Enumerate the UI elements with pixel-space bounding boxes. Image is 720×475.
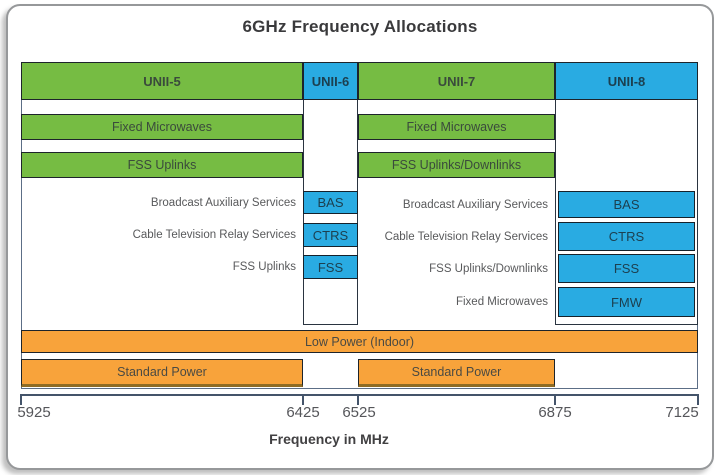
unii5-header: UNII-5: [21, 62, 303, 100]
bas-label-unii7: Broadcast Auxiliary Services: [402, 198, 548, 211]
standard-power-bar-unii7: Standard Power: [358, 359, 555, 387]
tick-label-6875: 6875: [538, 404, 572, 421]
tick-6525: [357, 394, 359, 405]
fss-box-unii8: FSS: [558, 254, 695, 283]
bas-label-unii5: Broadcast Auxiliary Services: [150, 196, 296, 209]
standard-power-bar-unii5: Standard Power: [21, 359, 303, 387]
ctrs-label-unii5: Cable Television Relay Services: [132, 229, 296, 241]
tick-6875: [554, 394, 556, 405]
fss-label-unii7: FSS Uplinks/Downlinks: [429, 262, 548, 275]
tick-label-7125: 7125: [665, 404, 699, 421]
bas-box-unii8: BAS: [558, 191, 695, 218]
tick-label-6425: 6425: [286, 404, 320, 421]
fss-uplinks-bar-unii5: FSS Uplinks: [21, 152, 303, 178]
fmw-box-unii8: FMW: [558, 287, 695, 317]
fss-box-unii6: FSS: [303, 255, 358, 279]
tick-6425: [302, 394, 304, 405]
axis-title: Frequency in MHz: [269, 431, 389, 447]
tick-label-6525: 6525: [342, 404, 376, 421]
low-power-indoor-bar: Low Power (Indoor): [21, 330, 698, 353]
ctrs-box-unii6: CTRS: [303, 223, 358, 247]
figure-title: 6GHz Frequency Allocations: [242, 17, 478, 36]
fixed-microwaves-bar-unii7: Fixed Microwaves: [358, 114, 555, 140]
frequency-axis-line: [21, 394, 698, 396]
unii8-header: UNII-8: [555, 62, 698, 100]
bas-box-unii6: BAS: [303, 191, 358, 214]
fss-uplinks-downlinks-bar-unii7: FSS Uplinks/Downlinks: [358, 152, 555, 178]
unii6-header: UNII-6: [303, 62, 358, 100]
fss-label-unii5: FSS Uplinks: [232, 261, 296, 273]
tick-5925: [20, 394, 22, 405]
fmw-label-unii7: Fixed Microwaves: [455, 296, 548, 308]
unii7-header: UNII-7: [358, 62, 555, 100]
tick-label-5925: 5925: [17, 404, 51, 421]
ctrs-box-unii8: CTRS: [558, 222, 695, 251]
tick-7125: [697, 394, 699, 405]
fixed-microwaves-bar-unii5: Fixed Microwaves: [21, 114, 303, 140]
ctrs-label-unii7: Cable Television Relay Services: [384, 230, 548, 243]
